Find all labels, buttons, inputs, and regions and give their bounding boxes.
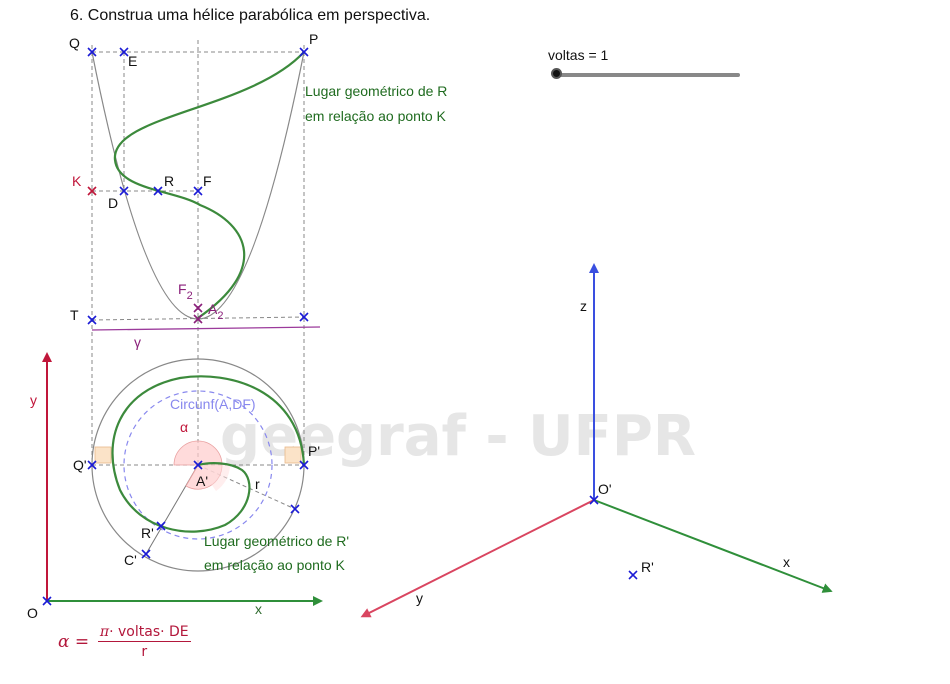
- point-rp-right: [628, 570, 638, 580]
- point-cp: [141, 549, 151, 559]
- y-axis-right: [360, 499, 595, 618]
- locus-rp-label-1: Lugar geométrico de R': [204, 533, 349, 549]
- page-title: 6. Construa uma hélice parabólica em per…: [70, 7, 431, 24]
- label-d: D: [108, 195, 118, 211]
- point-p: [299, 47, 309, 57]
- label-q: Q: [69, 35, 80, 51]
- point-e: [119, 47, 129, 57]
- label-r-radius: r: [255, 476, 260, 492]
- point-p-bottom: [299, 312, 309, 322]
- label-e: E: [128, 53, 137, 69]
- label-qp: Q': [73, 457, 87, 473]
- label-a2: A2: [208, 301, 223, 322]
- label-z-right: z: [580, 298, 587, 314]
- label-cp: C': [124, 552, 137, 568]
- locus-r-label-1: Lugar geométrico de R: [305, 83, 447, 99]
- label-rp: R': [141, 525, 154, 541]
- x-axis-right: [593, 499, 833, 593]
- slider-track[interactable]: [558, 73, 740, 77]
- point-f2: [193, 303, 203, 313]
- slider-knob[interactable]: [551, 68, 562, 79]
- point-f: [193, 186, 203, 196]
- formula-denominator: r: [141, 644, 148, 660]
- point-k: [87, 186, 97, 196]
- point-ap: [193, 460, 203, 470]
- formula-fraction: π· voltas· DE r: [97, 624, 191, 660]
- point-pp: [299, 460, 309, 470]
- angle-alpha-sector-2: [198, 465, 230, 491]
- gamma-line: [91, 326, 321, 331]
- label-o: O: [27, 605, 38, 621]
- locus-rp-label-2: em relação ao ponto K: [204, 557, 346, 573]
- alpha-formula: α = π· voltas· DE r: [58, 624, 191, 660]
- label-op-right: O': [598, 481, 612, 497]
- label-t: T: [70, 307, 79, 323]
- label-f: F: [203, 173, 212, 189]
- locus-r-curve: [113, 51, 305, 319]
- circunf-a-df: [123, 390, 273, 540]
- label-k: K: [72, 173, 82, 189]
- label-x-left: x: [255, 601, 262, 617]
- point-r: [153, 186, 163, 196]
- point-t: [87, 315, 97, 325]
- point-o: [42, 596, 52, 606]
- label-f2: F2: [178, 281, 193, 302]
- label-y-right: y: [416, 590, 423, 606]
- label-p: P: [309, 31, 318, 47]
- formula-numerator-rest: · voltas· DE: [109, 624, 189, 640]
- label-x-right: x: [783, 554, 790, 570]
- label-r: R: [164, 173, 174, 189]
- label-pp: P': [308, 443, 320, 459]
- label-rp-right: R': [641, 559, 654, 575]
- formula-lhs: α =: [58, 632, 90, 652]
- point-q: [87, 47, 97, 57]
- label-gamma: γ: [134, 334, 141, 350]
- formula-numerator: π· voltas· DE: [97, 624, 191, 642]
- right-angle-mark-right: [284, 446, 302, 464]
- point-d: [119, 186, 129, 196]
- point-op: [589, 495, 599, 505]
- voltas-slider[interactable]: voltas = 1: [548, 47, 748, 87]
- point-rp: [156, 521, 166, 531]
- locus-r-label-2: em relação ao ponto K: [305, 108, 447, 124]
- label-alpha: α: [180, 419, 188, 435]
- label-circunf: Circunf(A,DF): [170, 396, 256, 412]
- points: [42, 47, 638, 606]
- locus-rp-curve: [111, 375, 306, 533]
- label-y-left: y: [30, 392, 37, 408]
- point-a2: [193, 314, 203, 324]
- point-qp: [87, 460, 97, 470]
- right-angle-mark-left: [94, 446, 112, 464]
- label-ap: A': [196, 473, 208, 489]
- formula-pi: π: [99, 624, 110, 640]
- point-r-end: [290, 504, 300, 514]
- slider-label: voltas = 1: [548, 47, 609, 63]
